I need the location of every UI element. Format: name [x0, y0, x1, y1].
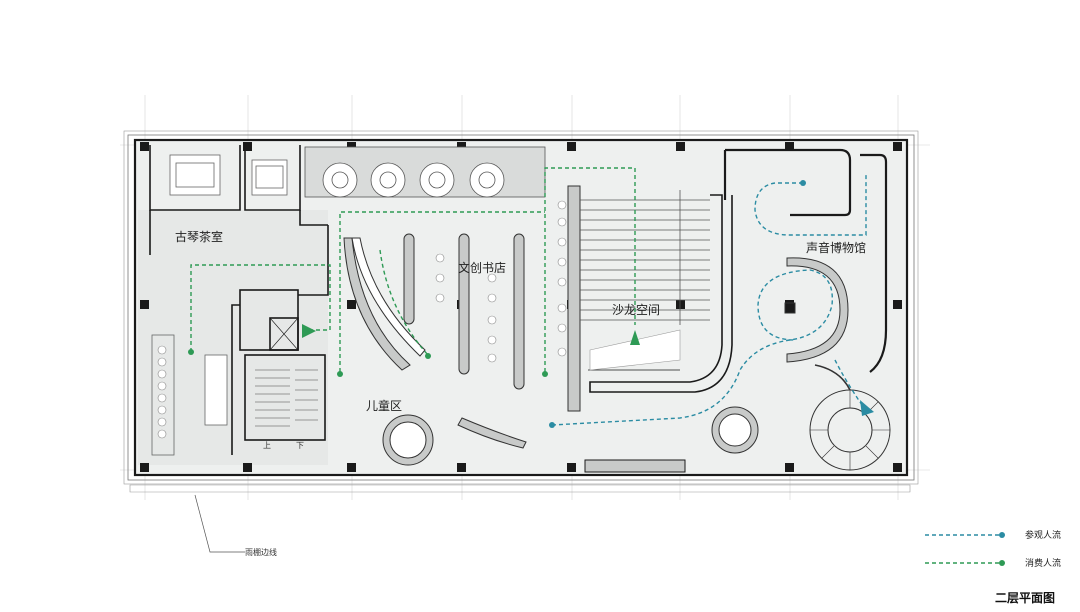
spiral-stair: [809, 364, 891, 471]
bookstore-shelves: [343, 233, 527, 449]
salon-stage: [584, 194, 733, 473]
legend: 参观人流 消费人流: [925, 529, 1061, 569]
room-label-salon: 沙龙空间: [612, 303, 660, 317]
round-pods: [382, 406, 759, 466]
legend-consume-dot: [999, 560, 1005, 566]
legend-consume-label: 消费人流: [1025, 557, 1061, 569]
museum-curves: [784, 257, 849, 363]
consume-flow-markers: [188, 324, 640, 377]
legend-visit-dot: [999, 532, 1005, 538]
core: [231, 225, 329, 455]
outer-slab-edge: [123, 130, 919, 493]
consume-flow-path: [190, 167, 636, 372]
top-display-rings: [322, 162, 505, 198]
bookstore-stools: [435, 200, 567, 363]
salon-back-wall: [567, 185, 581, 412]
stair-label-up: 上: [263, 441, 271, 450]
museum-walls: [723, 148, 888, 373]
visit-flow-markers: [549, 180, 874, 428]
legend-visit-label: 参观人流: [1025, 529, 1061, 541]
tea-room-stools: [157, 345, 167, 439]
tea-room-partitions: [149, 145, 328, 255]
stair-treads: [255, 369, 318, 427]
canopy-edge-label: 雨棚边线: [245, 547, 277, 557]
canopy-leader: [194, 494, 245, 553]
room-label-kids: 儿童区: [366, 398, 402, 413]
salon-tiers: [580, 190, 710, 325]
salon-stage-floor: [589, 329, 681, 371]
visit-flow-path: [551, 175, 867, 426]
room-label-tea: 古琴茶室: [175, 229, 223, 244]
stair-label-down: 下: [296, 441, 304, 450]
room-label-bookstore: 文创书店: [458, 260, 506, 275]
room-label-museum: 声音博物馆: [806, 240, 866, 255]
plan-title: 二层平面图: [995, 591, 1055, 605]
outer-walls: [127, 134, 915, 481]
